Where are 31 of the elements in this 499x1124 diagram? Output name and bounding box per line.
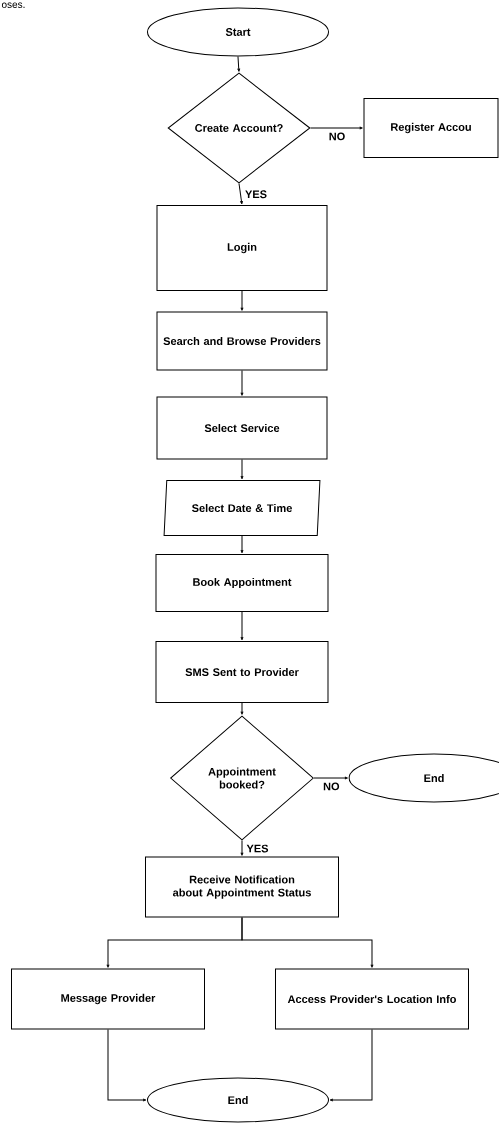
input-parallelogram: Select Date & Time bbox=[163, 480, 321, 536]
process-box: Receive Notification about Appointment Status bbox=[145, 856, 339, 918]
edge-label: NO bbox=[322, 781, 341, 792]
arrow bbox=[240, 535, 244, 554]
edge-label: YES bbox=[245, 843, 270, 854]
process-box: Access Provider's Location Info bbox=[275, 968, 469, 1030]
arrow bbox=[329, 1029, 373, 1102]
process-box: Login bbox=[156, 205, 328, 291]
terminal-oval: End bbox=[147, 1077, 329, 1123]
process-box: Book Appointment bbox=[155, 554, 329, 612]
arrow bbox=[107, 1029, 147, 1102]
arrow bbox=[237, 56, 241, 72]
arrow bbox=[310, 126, 363, 130]
process-box: Search and Browse Providers bbox=[156, 311, 328, 371]
arrow bbox=[240, 459, 244, 480]
arrow bbox=[240, 370, 244, 396]
arrow bbox=[313, 776, 348, 780]
edge-label: NO bbox=[327, 131, 347, 142]
process-box: SMS Sent to Provider bbox=[155, 641, 329, 703]
process-box: Select Service bbox=[156, 396, 328, 460]
process-box: Message Provider bbox=[11, 968, 205, 1030]
arrow bbox=[240, 702, 244, 715]
arrow bbox=[240, 611, 244, 641]
arrow bbox=[238, 183, 243, 205]
arrow bbox=[240, 840, 244, 856]
edge-label: YES bbox=[244, 189, 268, 200]
process-box: Register Accou bbox=[363, 98, 499, 158]
arrow bbox=[240, 290, 244, 311]
cut-off-text: oses. bbox=[1, 2, 25, 8]
arrow bbox=[241, 917, 374, 968]
terminal-oval: Start bbox=[147, 7, 329, 57]
